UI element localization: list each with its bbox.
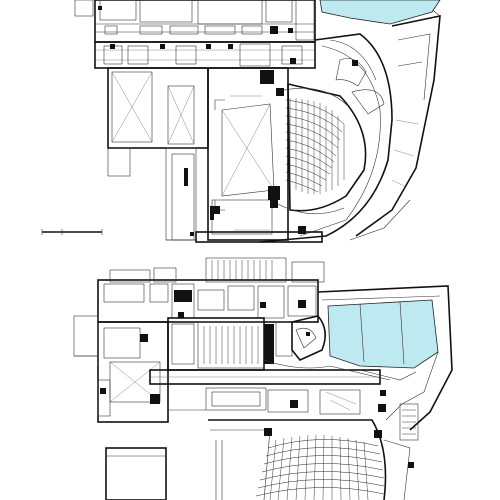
lower-top-rooms	[97, 257, 325, 323]
upper-floor-plan	[41, 0, 441, 243]
upper-service-block	[74, 0, 316, 43]
lower-right-edge	[317, 285, 453, 500]
upper-bottom-strip	[166, 206, 323, 243]
upper-foyer	[259, 0, 441, 243]
lower-corridor	[149, 359, 391, 415]
lower-central-hall	[167, 312, 293, 371]
lower-bottom-left-block	[105, 447, 167, 500]
lower-water-basin	[327, 299, 439, 369]
scale-bar	[41, 229, 103, 235]
lower-auditorium	[208, 419, 387, 500]
upper-water-basin	[319, 0, 441, 25]
lower-lobby	[291, 315, 326, 361]
lower-floor-plan	[73, 257, 453, 500]
upper-left-halls	[107, 67, 209, 241]
upper-corridor	[94, 41, 316, 69]
upper-stage	[207, 67, 289, 241]
lower-left-wing	[73, 315, 169, 423]
upper-auditorium	[270, 82, 367, 215]
